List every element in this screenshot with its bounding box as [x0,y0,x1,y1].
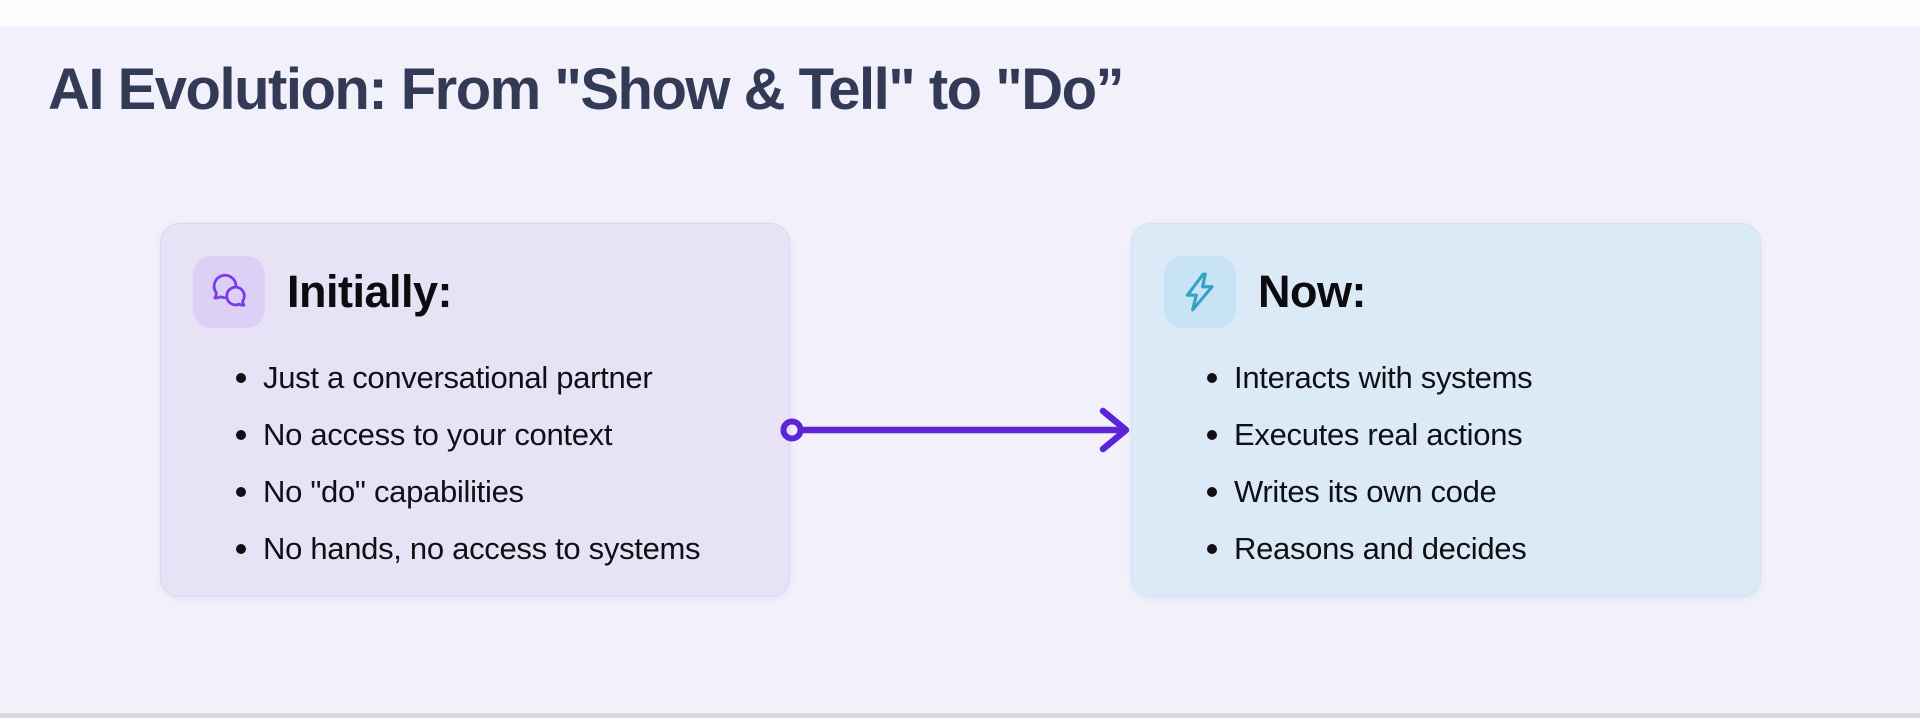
transition-arrow [779,404,1139,456]
lightning-bolt-icon [1164,256,1236,328]
card-initially-bullets: Just a conversational partner No access … [193,360,757,567]
list-item: No hands, no access to systems [193,531,757,567]
page-title: AI Evolution: From "Show & Tell" to "Do” [48,57,1125,122]
card-now-bullets: Interacts with systems Executes real act… [1164,360,1728,567]
card-now-header: Now: [1164,256,1728,328]
card-now: Now: Interacts with systems Executes rea… [1131,223,1761,597]
bottom-strip [0,713,1920,718]
list-item: Interacts with systems [1164,360,1728,396]
card-now-heading: Now: [1258,266,1366,317]
list-item: Reasons and decides [1164,531,1728,567]
list-item: No "do" capabilities [193,474,757,510]
chat-bubbles-icon [193,256,265,328]
card-initially-heading: Initially: [287,266,453,317]
card-initially: Initially: Just a conversational partner… [160,223,790,597]
list-item: Executes real actions [1164,417,1728,453]
card-initially-header: Initially: [193,256,757,328]
list-item: No access to your context [193,417,757,453]
list-item: Just a conversational partner [193,360,757,396]
top-strip [0,0,1920,27]
list-item: Writes its own code [1164,474,1728,510]
